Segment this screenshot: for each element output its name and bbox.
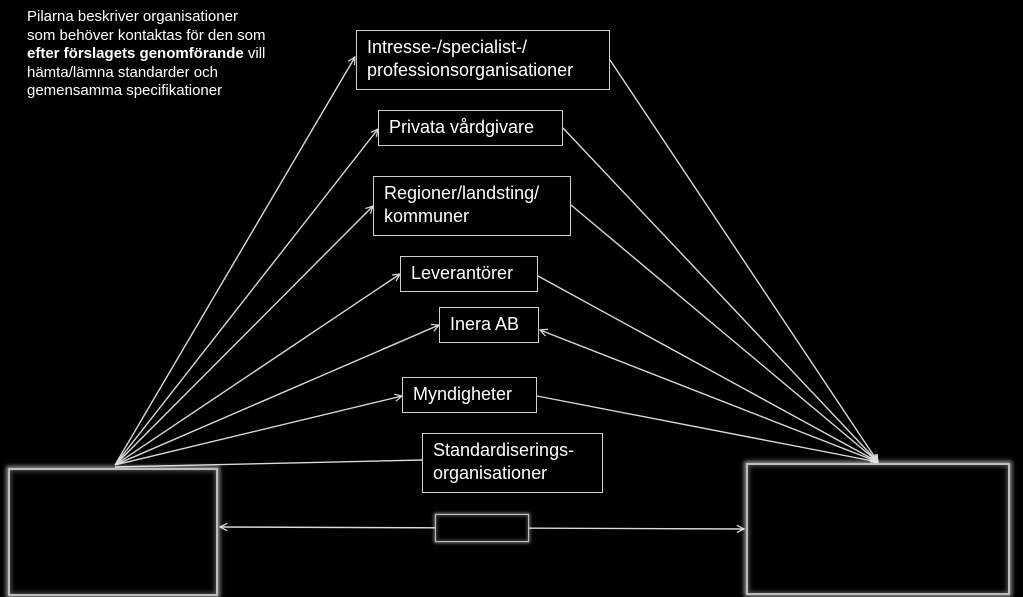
node-myndigheter-label: Myndigheter <box>413 384 513 404</box>
arrow-left-to-leverantorer <box>114 274 400 466</box>
node-privata: Privata vårdgivare <box>378 110 563 146</box>
line-regioner-to-right <box>570 204 878 462</box>
left-endpoint-box <box>8 468 218 596</box>
node-myndigheter: Myndigheter <box>402 377 537 413</box>
node-standard-line-2: organisationer <box>433 463 548 483</box>
line-privata-to-right <box>562 127 878 462</box>
line-leverantorer-to-right <box>537 275 878 462</box>
node-regioner: Regioner/landsting/ kommuner <box>373 176 571 236</box>
node-leverantorer-label: Leverantörer <box>411 263 514 283</box>
node-intresse-line-1: Intresse-/specialist-/ <box>367 37 528 57</box>
node-intresse-line-2: professionsorganisationer <box>367 60 574 80</box>
arrow-left-to-intresse <box>114 57 355 466</box>
right-endpoint-box <box>746 463 1010 595</box>
caption-line-4: hämta/lämna standarder och <box>27 63 218 81</box>
arrow-left-to-privata <box>114 129 378 466</box>
node-standard: Standardiserings- organisationer <box>422 433 603 493</box>
arrow-left-to-myndigheter <box>114 396 402 466</box>
node-inera-label: Inera AB <box>450 314 520 334</box>
node-leverantorer: Leverantörer <box>400 256 538 292</box>
node-inera: Inera AB <box>439 307 539 343</box>
node-regioner-line-1: Regioner/landsting/ <box>384 183 540 203</box>
bottom-middle-box <box>435 514 529 542</box>
arrow-right-to-inera <box>540 330 879 463</box>
caption-line-1: Pilarna beskriver organisationer <box>27 8 238 25</box>
arrow-left-to-regioner <box>114 206 373 466</box>
node-standard-line-1: Standardiserings- <box>433 440 575 460</box>
arrow-left-to-inera <box>114 325 439 466</box>
node-privata-label: Privata vårdgivare <box>389 117 535 137</box>
line-left-to-standard <box>114 459 423 468</box>
caption-bold-text: efter förslagets genomförande <box>27 45 244 62</box>
line-intresse-to-right <box>609 59 878 462</box>
caption-line-2: som behöver kontaktas för den som <box>27 26 266 44</box>
caption-line-3-rest: vill <box>243 45 266 62</box>
caption-line-5: gemensamma specifikationer <box>27 82 223 99</box>
line-myndigheter-to-right <box>536 395 878 462</box>
node-regioner-line-2: kommuner <box>384 206 470 226</box>
caption-text: Pilarna beskriver organisationer som beh… <box>27 8 327 101</box>
node-intresse: Intresse-/specialist-/ professionsorgani… <box>356 30 610 90</box>
